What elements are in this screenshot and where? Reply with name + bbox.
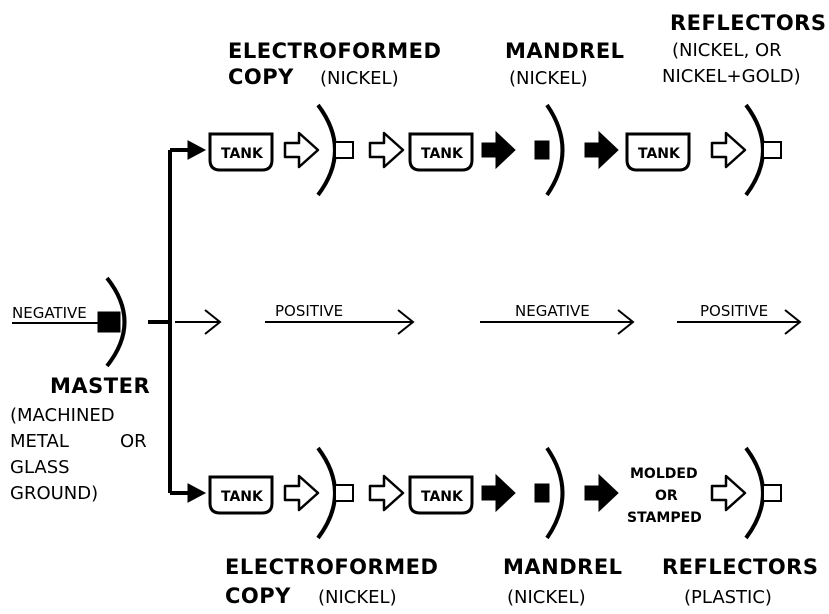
middle-positive-3: POSITIVE xyxy=(700,302,768,320)
top-tank-3 xyxy=(625,132,691,172)
top-tank-2 xyxy=(408,132,474,172)
top-solid-arrow-2 xyxy=(584,130,619,170)
bottom-electroformed-stub xyxy=(334,484,354,502)
bottom-molded-line1: MOLDED xyxy=(630,466,698,482)
bottom-molded-line2: OR xyxy=(655,488,678,504)
bottom-mandrel-shell xyxy=(545,446,565,540)
top-hollow-arrow-2 xyxy=(368,131,405,169)
top-branch-arrowhead xyxy=(187,140,207,160)
master-block xyxy=(97,311,121,333)
bottom-molded-line3: STAMPED xyxy=(627,510,702,526)
bottom-solid-arrow-1 xyxy=(481,473,516,513)
top-solid-arrow-1 xyxy=(481,130,516,170)
bottom-hollow-arrow-2 xyxy=(368,474,405,512)
bottom-electroformed-material: (NICKEL) xyxy=(318,587,397,608)
bottom-mandrel-block xyxy=(534,483,550,503)
top-reflector-stub xyxy=(762,141,782,159)
middle-arrow-0-head xyxy=(204,309,222,335)
top-hollow-arrow-1 xyxy=(283,131,320,169)
bottom-reflector-stub xyxy=(762,484,782,502)
master-line4: GROUND) xyxy=(10,483,98,504)
top-reflectors-line1: (NICKEL, OR xyxy=(672,40,782,61)
middle-negative-2: NEGATIVE xyxy=(515,302,590,320)
bottom-tank-1-label: TANK xyxy=(221,489,264,505)
master-line2: METAL xyxy=(10,431,69,452)
master-line1: (MACHINED xyxy=(10,405,115,426)
bottom-electroformed-title: ELECTROFORMED xyxy=(225,555,438,579)
top-tank-3-label: TANK xyxy=(638,146,681,162)
top-electroformed-stub xyxy=(334,141,354,159)
middle-arrow-2-head xyxy=(617,309,635,335)
top-electroformed-copy: COPY xyxy=(228,65,294,89)
bottom-reflectors-material: (PLASTIC) xyxy=(684,587,772,608)
middle-arrow-1-head xyxy=(397,309,415,335)
bottom-solid-arrow-2 xyxy=(584,473,619,513)
middle-positive-1: POSITIVE xyxy=(275,302,343,320)
top-hollow-arrow-3 xyxy=(710,131,747,169)
top-reflectors-line2: NICKEL+GOLD) xyxy=(662,66,801,87)
bottom-electroformed-shell xyxy=(316,446,337,540)
bottom-reflectors-title: REFLECTORS xyxy=(662,555,818,579)
master-shell xyxy=(105,276,127,368)
top-reflectors-title: REFLECTORS xyxy=(670,11,826,35)
bottom-hollow-arrow-1 xyxy=(283,474,320,512)
bottom-tank-2-label: TANK xyxy=(421,489,464,505)
top-mandrel-shell xyxy=(545,103,565,197)
middle-arrow-3-head xyxy=(784,309,802,335)
top-electroformed-shell xyxy=(316,103,337,197)
top-electroformed-title: ELECTROFORMED xyxy=(228,39,441,63)
bottom-tank-2 xyxy=(408,475,474,515)
bottom-mandrel-title: MANDREL xyxy=(503,555,623,579)
bottom-mandrel-material: (NICKEL) xyxy=(507,587,586,608)
top-electroformed-material: (NICKEL) xyxy=(320,68,399,89)
top-mandrel-block xyxy=(534,140,550,160)
master-line2b: OR xyxy=(120,431,147,452)
top-tank-1 xyxy=(208,132,274,172)
top-mandrel-material: (NICKEL) xyxy=(509,68,588,89)
top-mandrel-title: MANDREL xyxy=(505,39,625,63)
bottom-hollow-arrow-3 xyxy=(710,474,747,512)
middle-negative-left: NEGATIVE xyxy=(12,304,87,322)
bottom-reflector-shell xyxy=(744,446,765,540)
top-tank-2-label: TANK xyxy=(421,146,464,162)
bottom-branch-arrowhead xyxy=(187,483,207,503)
master-line3: GLASS xyxy=(10,457,70,478)
bottom-electroformed-copy: COPY xyxy=(225,584,291,608)
top-reflector-shell xyxy=(744,103,765,197)
bottom-tank-1 xyxy=(208,475,274,515)
master-title: MASTER xyxy=(50,374,150,398)
top-tank-1-label: TANK xyxy=(221,146,264,162)
